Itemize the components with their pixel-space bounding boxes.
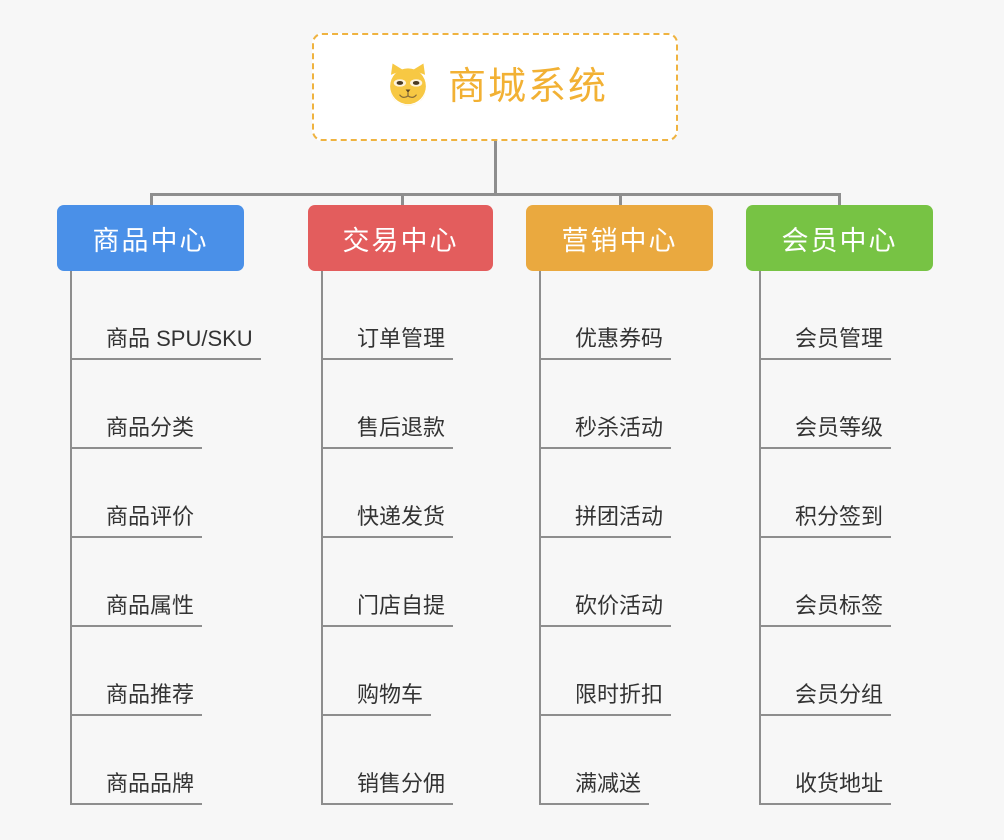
list-item[interactable]: 拼团活动 [541, 449, 713, 538]
leaf-label: 会员管理 [795, 325, 884, 351]
leaf-label: 限时折扣 [575, 681, 664, 707]
root-node[interactable]: 商城系统 [312, 33, 678, 141]
root-title: 商城系统 [447, 66, 608, 108]
list-item[interactable]: 会员分组 [761, 627, 933, 716]
list-item[interactable]: 商品评价 [72, 449, 244, 538]
leaf-label: 购物车 [357, 681, 424, 707]
list-item[interactable]: 满减送 [541, 716, 713, 805]
connector-drop-3 [838, 193, 841, 209]
branch-label-3: 会员中心 [781, 225, 898, 256]
leaf-label: 会员标签 [795, 592, 884, 618]
leaf-label: 积分签到 [795, 503, 884, 529]
leaf-label: 门店自提 [357, 592, 446, 618]
list-item[interactable]: 会员管理 [761, 271, 933, 360]
branch-商品中心: 商品中心 商品 SPU/SKU 商品分类 商品评价 商品属性 商品推荐 商品品牌 [57, 205, 261, 805]
list-item[interactable]: 商品属性 [72, 538, 244, 627]
leaf-label: 会员等级 [795, 414, 884, 440]
leaf-label: 商品 SPU/SKU [106, 325, 253, 351]
leaf-label: 满减送 [575, 770, 642, 796]
branch-header-3[interactable]: 会员中心 [746, 205, 933, 271]
branch-header-0[interactable]: 商品中心 [57, 205, 244, 271]
list-item[interactable]: 订单管理 [323, 271, 493, 360]
leaf-label: 商品推荐 [106, 681, 195, 707]
leaf-label: 秒杀活动 [575, 414, 664, 440]
branch-会员中心: 会员中心 会员管理 会员等级 积分签到 会员标签 会员分组 收货地址 [746, 205, 933, 805]
branch-label-2: 营销中心 [561, 225, 678, 256]
branch-items-1: 订单管理 售后退款 快递发货 门店自提 购物车 销售分佣 [321, 271, 493, 805]
list-item[interactable]: 商品推荐 [72, 627, 244, 716]
list-item[interactable]: 秒杀活动 [541, 360, 713, 449]
list-item[interactable]: 快递发货 [323, 449, 493, 538]
list-item[interactable]: 商品 SPU/SKU [72, 271, 261, 360]
leaf-label: 售后退款 [357, 414, 446, 440]
branch-label-0: 商品中心 [92, 225, 209, 256]
list-item[interactable]: 限时折扣 [541, 627, 713, 716]
branch-header-2[interactable]: 营销中心 [526, 205, 713, 271]
leaf-label: 商品分类 [106, 414, 195, 440]
leaf-label: 拼团活动 [575, 503, 664, 529]
list-item[interactable]: 购物车 [323, 627, 493, 716]
list-item[interactable]: 收货地址 [761, 716, 933, 805]
branch-items-2: 优惠券码 秒杀活动 拼团活动 砍价活动 限时折扣 满减送 [539, 271, 713, 805]
list-item[interactable]: 会员等级 [761, 360, 933, 449]
connector-root-stem [494, 141, 497, 196]
connector-drop-0 [150, 193, 153, 209]
list-item[interactable]: 门店自提 [323, 538, 493, 627]
connector-drop-2 [619, 193, 622, 209]
branch-营销中心: 营销中心 优惠券码 秒杀活动 拼团活动 砍价活动 限时折扣 满减送 [526, 205, 713, 805]
connector-bus [150, 193, 840, 196]
leaf-label: 砍价活动 [575, 592, 664, 618]
list-item[interactable]: 优惠券码 [541, 271, 713, 360]
leaf-label: 订单管理 [357, 325, 446, 351]
list-item[interactable]: 商品品牌 [72, 716, 244, 805]
branch-label-1: 交易中心 [342, 225, 459, 256]
leaf-label: 优惠券码 [575, 325, 664, 351]
leaf-label: 快递发货 [357, 503, 446, 529]
branch-交易中心: 交易中心 订单管理 售后退款 快递发货 门店自提 购物车 销售分佣 [308, 205, 493, 805]
list-item[interactable]: 商品分类 [72, 360, 244, 449]
connector-drop-1 [401, 193, 404, 209]
list-item[interactable]: 砍价活动 [541, 538, 713, 627]
branch-items-0: 商品 SPU/SKU 商品分类 商品评价 商品属性 商品推荐 商品品牌 [70, 271, 261, 805]
list-item[interactable]: 积分签到 [761, 449, 933, 538]
leaf-label: 商品品牌 [106, 770, 195, 796]
leaf-label: 销售分佣 [357, 770, 446, 796]
list-item[interactable]: 会员标签 [761, 538, 933, 627]
leaf-label: 收货地址 [795, 770, 884, 796]
leaf-label: 会员分组 [795, 681, 884, 707]
leaf-label: 商品评价 [106, 503, 195, 529]
branch-items-3: 会员管理 会员等级 积分签到 会员标签 会员分组 收货地址 [759, 271, 933, 805]
leaf-label: 商品属性 [106, 592, 195, 618]
branch-header-1[interactable]: 交易中心 [308, 205, 493, 271]
list-item[interactable]: 售后退款 [323, 360, 493, 449]
shiba-dog-icon [382, 61, 434, 113]
list-item[interactable]: 销售分佣 [323, 716, 493, 805]
